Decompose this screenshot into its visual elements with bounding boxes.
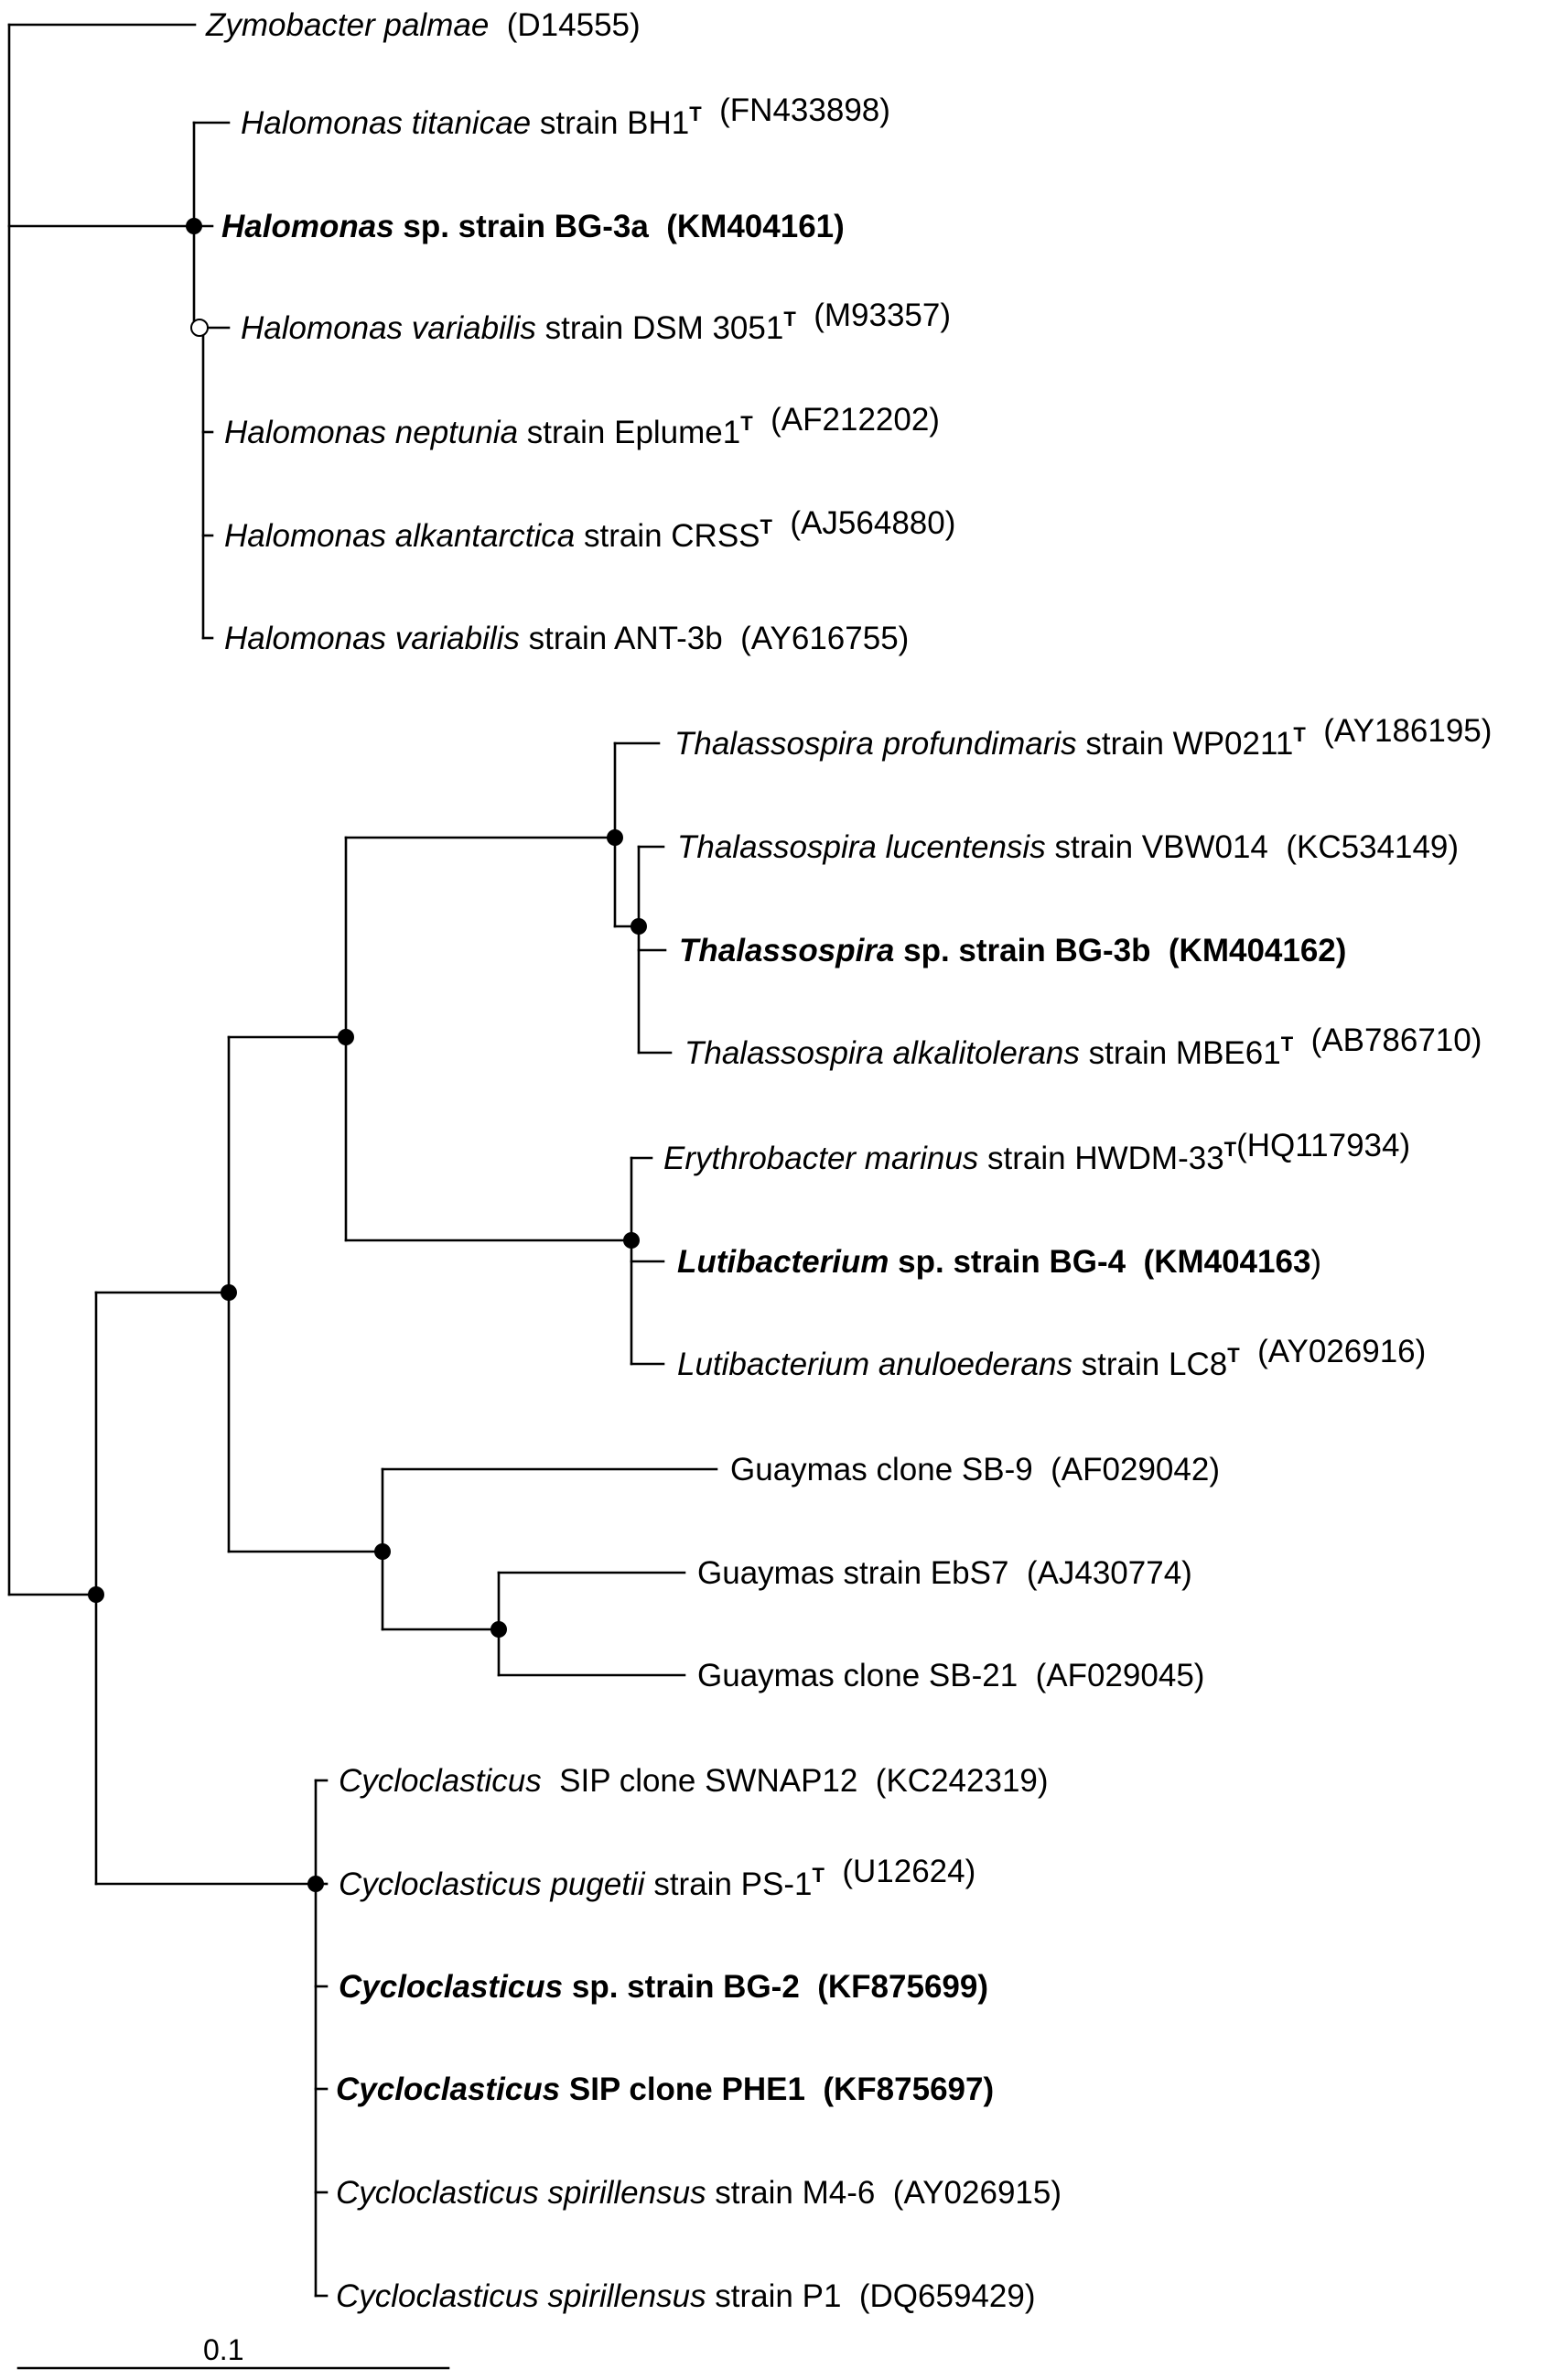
taxon-label-ema: Erythrobacter marinus strain HWDM-33T(HQ… xyxy=(663,1128,1410,1176)
taxon-label-cph: Cycloclasticus SIP clone PHE1 (KF875697) xyxy=(336,2072,994,2107)
taxon-label-zp: Zymobacter palmae (D14555) xyxy=(205,7,641,43)
support-node-filled xyxy=(88,1586,104,1603)
support-node-filled xyxy=(338,1029,354,1045)
support-node-filled xyxy=(374,1543,391,1560)
taxon-label-hal: Halomonas alkantarctica strain CRSST (AJ… xyxy=(224,505,955,554)
taxon-label-lan: Lutibacterium anuloederans strain LC8T (… xyxy=(677,1334,1426,1382)
taxon-label-g9: Guaymas clone SB-9 (AF029042) xyxy=(730,1452,1220,1488)
support-node-filled xyxy=(623,1232,640,1249)
taxon-label-tal: Thalassospira alkalitolerans strain MBE6… xyxy=(684,1022,1482,1071)
taxon-label-hva1: Halomonas variabilis strain DSM 3051T (M… xyxy=(241,298,951,346)
taxon-label-csp2: Cycloclasticus spirillensus strain P1 (D… xyxy=(336,2278,1035,2314)
support-node-filled xyxy=(221,1284,237,1301)
taxon-label-g21: Guaymas clone SB-21 (AF029045) xyxy=(697,1658,1204,1693)
taxon-label-cbg: Cycloclasticus sp. strain BG-2 (KF875699… xyxy=(339,1969,988,2005)
taxon-label-hva2: Halomonas variabilis strain ANT-3b (AY61… xyxy=(224,621,909,656)
taxon-label-hne: Halomonas neptunia strain Eplume1T (AF21… xyxy=(224,402,940,450)
tree-support-nodes xyxy=(88,218,647,1892)
support-node-filled xyxy=(186,218,202,234)
support-node-filled xyxy=(630,918,647,935)
taxon-label-tbg: Thalassospira sp. strain BG-3b (KM404162… xyxy=(679,933,1346,968)
taxon-label-csw: Cycloclasticus SIP clone SWNAP12 (KC2423… xyxy=(339,1763,1049,1799)
taxon-label-cpu: Cycloclasticus pugetii strain PS-1T (U12… xyxy=(339,1854,975,1902)
support-node-filled xyxy=(607,829,623,846)
taxon-label-hti: Halomonas titanicae strain BH1T (FN43389… xyxy=(241,92,890,141)
tree-branches xyxy=(7,23,718,2298)
taxon-label-tpr: Thalassospira profundimaris strain WP021… xyxy=(674,713,1492,762)
tree-taxon-labels: Zymobacter palmae (D14555) Halomonas tita… xyxy=(205,7,1492,2314)
support-node-open xyxy=(190,319,209,337)
support-node-filled xyxy=(307,1876,324,1892)
taxon-label-ge: Guaymas strain EbS7 (AJ430774) xyxy=(697,1555,1192,1591)
taxon-label-csp1: Cycloclasticus spirillensus strain M4-6 … xyxy=(336,2175,1062,2211)
support-node-filled xyxy=(490,1621,507,1638)
scale-bar: 0.1 xyxy=(16,2333,450,2370)
taxon-label-hbg: Halomonas sp. strain BG-3a (KM404161) xyxy=(221,209,845,244)
taxon-label-lbg: Lutibacterium sp. strain BG-4 (KM404163) xyxy=(677,1244,1321,1280)
scale-bar-label: 0.1 xyxy=(203,2333,243,2366)
taxon-label-tlu: Thalassospira lucentensis strain VBW014 … xyxy=(677,829,1459,865)
